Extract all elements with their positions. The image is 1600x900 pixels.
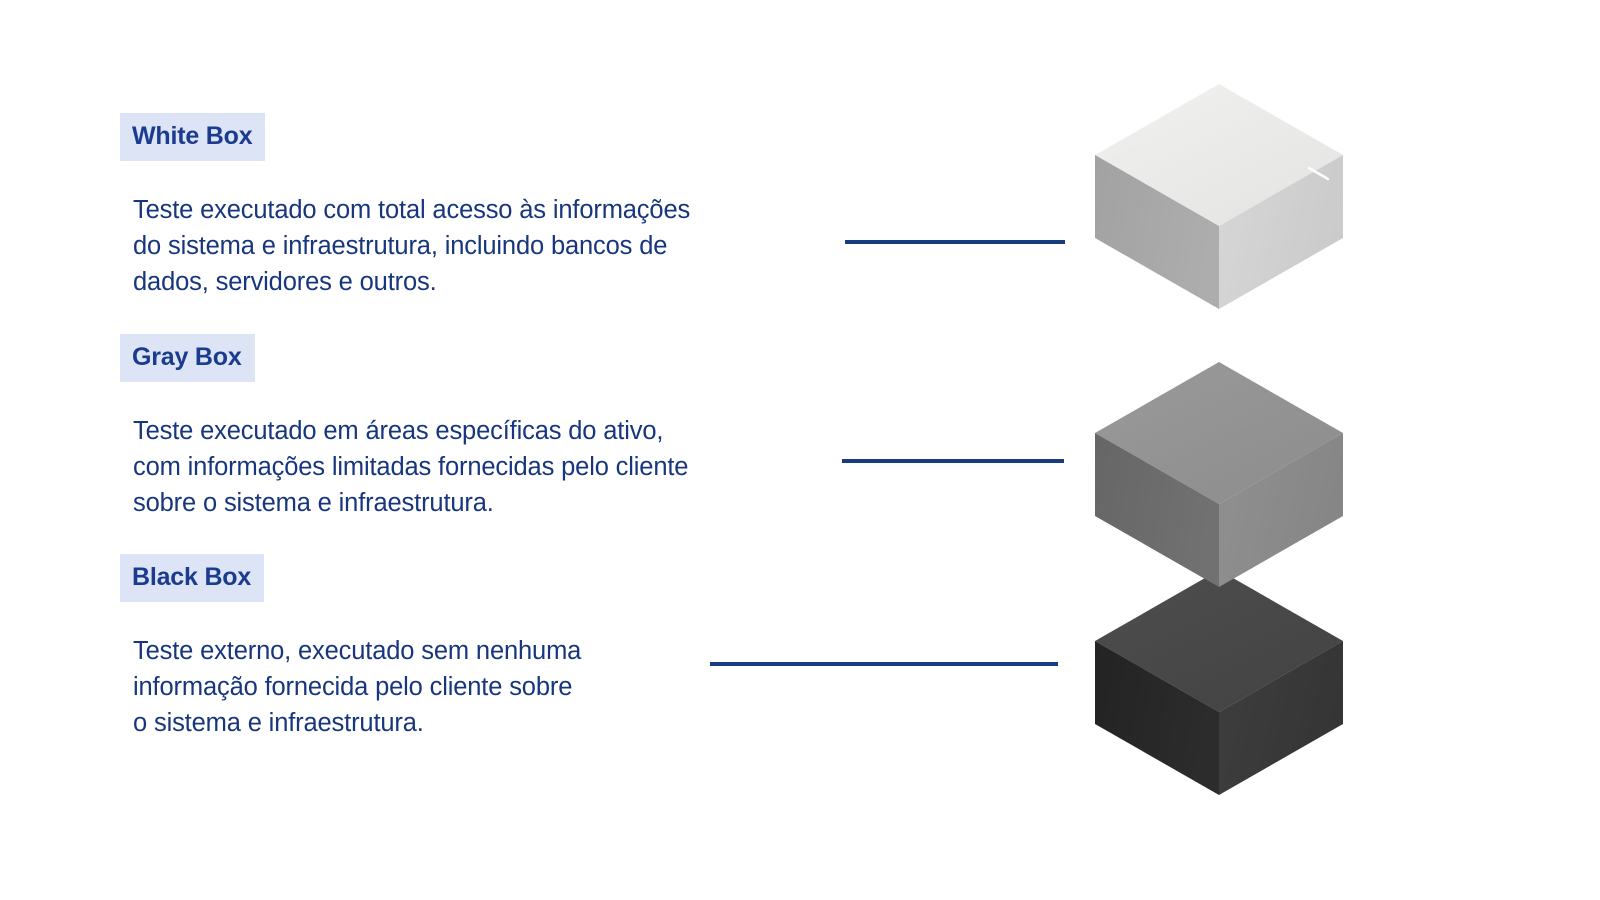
cube-gray-box [1095, 362, 1343, 587]
section-description-white-box: Teste executado com total acesso às info… [133, 196, 691, 296]
isometric-cube-stack [1080, 70, 1360, 815]
description-column: White Box Teste executado com total aces… [120, 0, 880, 900]
cube-black-box [1095, 570, 1343, 795]
section-label-white-box: White Box [120, 113, 266, 161]
section-label-gray-box: Gray Box [120, 334, 255, 382]
section-label-black-box: Black Box [120, 554, 265, 602]
connector-line-white-box [845, 240, 1065, 244]
connector-line-gray-box [842, 459, 1064, 463]
section-white-box: White Box Teste executado com total aces… [120, 113, 880, 300]
section-description-black-box: Teste externo, executado sem nenhuma inf… [133, 637, 582, 737]
connector-line-black-box [710, 662, 1058, 666]
section-black-box: Black Box Teste externo, executado sem n… [120, 554, 880, 741]
section-description-gray-box: Teste executado em áreas específicas do … [133, 417, 689, 517]
section-gray-box: Gray Box Teste executado em áreas especí… [120, 334, 880, 521]
cube-white-box [1095, 84, 1343, 309]
